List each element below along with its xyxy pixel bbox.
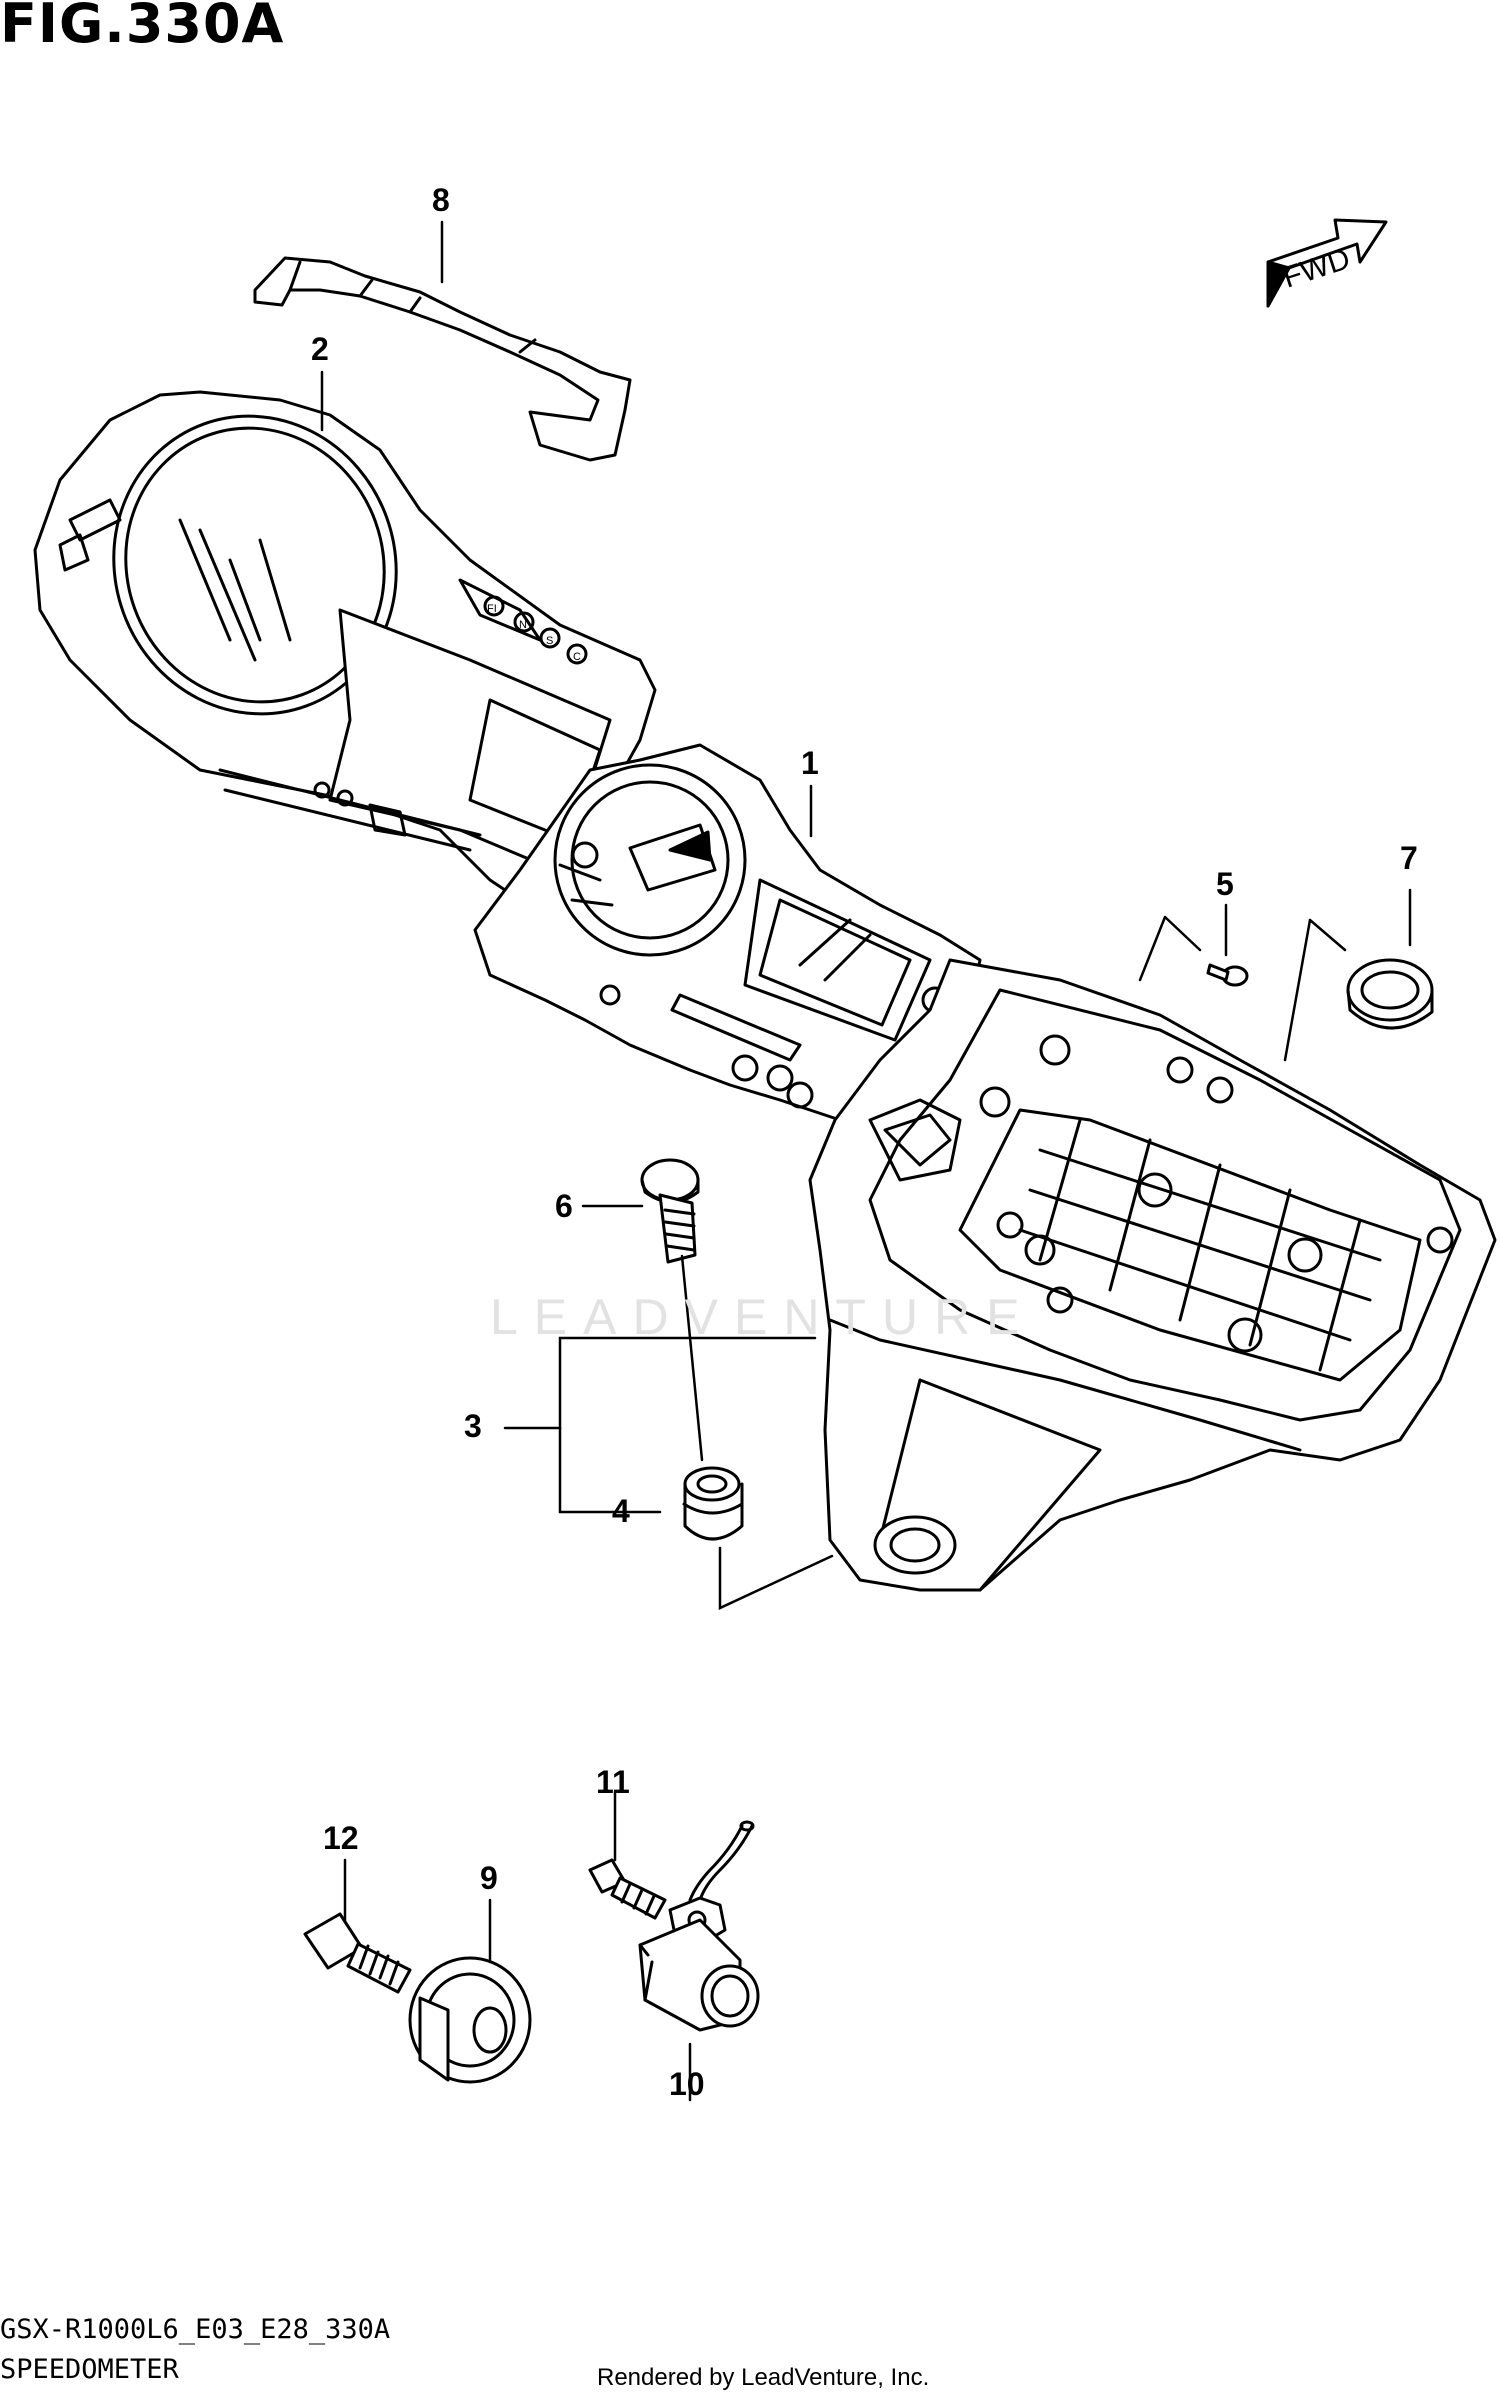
watermark: LEADVENTURE <box>490 1289 1036 1345</box>
meter-case-housing <box>810 960 1495 1590</box>
callout-7: 7 <box>1400 840 1418 876</box>
part-7-grommet <box>1348 960 1432 1028</box>
part-12-bolt <box>305 1914 410 1992</box>
part-1-meter-assembly <box>475 745 982 1120</box>
s-indicator-label: S <box>546 635 553 647</box>
callout-6: 6 <box>555 1188 573 1224</box>
part-11-bolt <box>590 1860 665 1918</box>
leader-lines <box>322 222 1410 2100</box>
callout-4: 4 <box>612 1493 630 1529</box>
figure-title: FIG.330A <box>0 0 285 55</box>
callout-8: 8 <box>432 182 450 218</box>
callout-11: 11 <box>596 1764 630 1800</box>
render-credit: Rendered by LeadVenture, Inc. <box>597 2364 930 2391</box>
part-6-bolt <box>642 1160 698 1262</box>
part-10-speed-sensor <box>640 1822 758 2030</box>
n-indicator-label: N <box>519 619 527 631</box>
fwd-arrow-icon: FWD <box>1268 220 1386 306</box>
fi-indicator-label: FI <box>487 603 497 615</box>
callout-3: 3 <box>464 1408 482 1444</box>
callout-9: 9 <box>480 1860 498 1896</box>
model-code: GSX-R1000L6_E03_E28_330A <box>0 2314 391 2345</box>
callout-5: 5 <box>1216 866 1234 902</box>
part-9-collar <box>410 1958 530 2082</box>
fwd-label: FWD <box>1279 242 1354 294</box>
callout-12: 12 <box>323 1820 359 1856</box>
c-indicator-label: C <box>573 651 581 663</box>
callout-2: 2 <box>311 331 329 367</box>
part-2-meter-cover: FI N S C <box>35 376 655 900</box>
figure-name: SPEEDOMETER <box>0 2354 179 2385</box>
part-8-cover <box>255 258 630 460</box>
part-5-screw <box>1208 965 1247 985</box>
callout-10: 10 <box>669 2066 705 2102</box>
part-4-damper <box>684 1468 742 1539</box>
callout-1: 1 <box>801 745 819 781</box>
